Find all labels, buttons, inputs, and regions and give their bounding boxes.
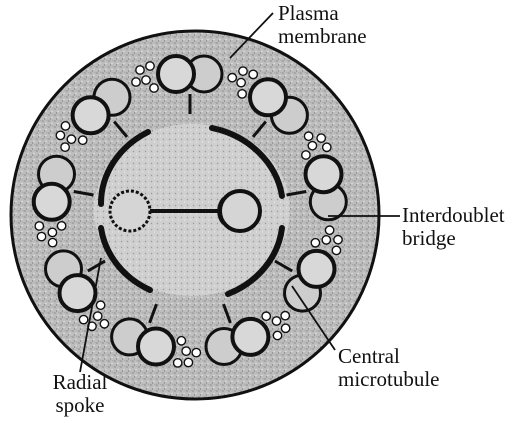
dynein-arm-dot — [249, 70, 257, 78]
dynein-arm-dot — [304, 132, 312, 140]
dynein-arm-dot — [281, 312, 289, 320]
interdoublet-bridge-label: Interdoublet bridge — [402, 204, 505, 250]
dynein-arm-dot — [150, 84, 158, 92]
dynein-arm-dot — [308, 142, 316, 150]
dynein-arm-dot — [322, 236, 330, 244]
dynein-arm-dot — [311, 239, 319, 247]
plasma-membrane-label: Plasma membrane — [278, 2, 367, 48]
dynein-arm-dot — [100, 320, 108, 328]
dynein-arm-dot — [325, 226, 333, 234]
dynein-arm-dot — [142, 76, 150, 84]
dynein-arm-dot — [323, 143, 331, 151]
dynein-arm-dot — [273, 331, 281, 339]
dynein-arm-dot — [48, 228, 56, 236]
dynein-arm-dot — [332, 246, 340, 254]
dynein-arm-dot — [177, 337, 185, 345]
dynein-arm-dot — [96, 301, 104, 309]
dynein-arm-dot — [146, 62, 154, 70]
dynein-arm-dot — [61, 143, 69, 151]
dynein-arm-dot — [174, 359, 182, 367]
dynein-arm-dot — [57, 222, 65, 230]
dynein-arm-dot — [281, 324, 289, 332]
dynein-arm-dot — [94, 312, 102, 320]
dynein-arm-dot — [79, 315, 87, 323]
radial-spoke-label: Radial spoke — [40, 371, 120, 417]
dynein-arm-dot — [61, 122, 69, 130]
dynein-arm-dot — [56, 131, 64, 139]
dynein-arm-dot — [35, 222, 43, 230]
dynein-arm-dot — [272, 317, 280, 325]
dynein-arm-dot — [184, 358, 192, 366]
dynein-arm-dot — [37, 232, 45, 240]
dynein-arm-dot — [334, 236, 342, 244]
dynein-arm-dot — [302, 151, 310, 159]
dynein-arm-dot — [132, 78, 140, 86]
dynein-arm-dot — [136, 66, 144, 74]
dynein-arm-dot — [228, 74, 236, 82]
dynein-arm-dot — [237, 78, 245, 86]
dynein-arm-dot — [79, 136, 87, 144]
dynein-arm-dot — [238, 90, 246, 98]
dynein-arm-dot — [262, 312, 270, 320]
dynein-arm-dot — [317, 134, 325, 142]
dynein-arm-dot — [192, 348, 200, 356]
dynein-arm-dot — [182, 347, 190, 355]
central-microtubule-right — [220, 191, 260, 231]
central-microtubule-left — [110, 191, 150, 231]
central-microtubule-label: Central microtubule — [338, 345, 439, 391]
dynein-arm-dot — [48, 238, 56, 246]
dynein-arm-dot — [67, 135, 75, 143]
dynein-arm-dot — [239, 67, 247, 75]
